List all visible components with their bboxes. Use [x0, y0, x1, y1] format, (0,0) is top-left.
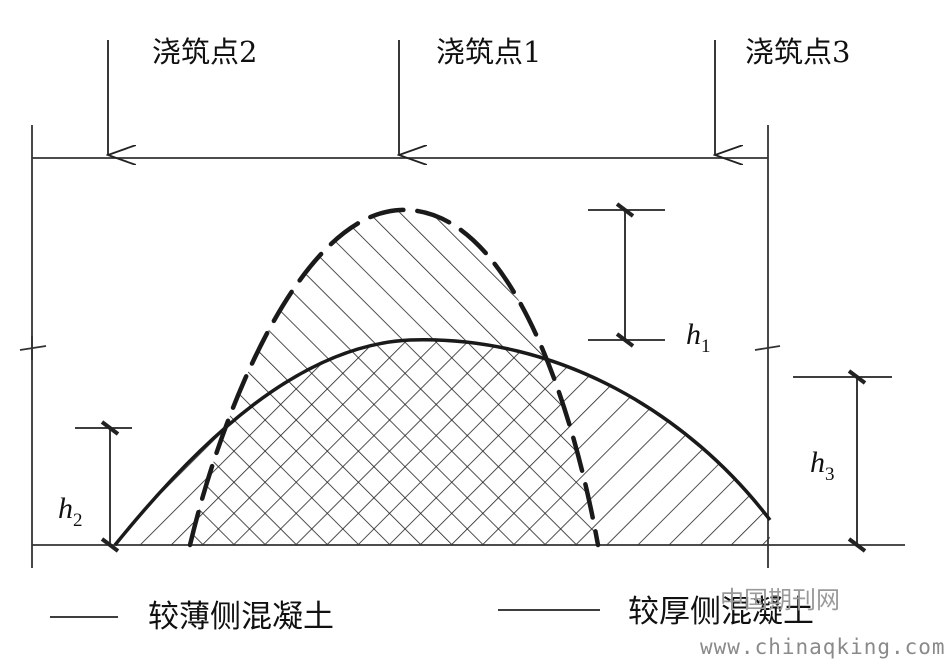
h3-label: h3: [810, 446, 835, 485]
dimension-h2: [75, 420, 132, 553]
h1-label: h1: [686, 318, 711, 357]
dimension-h3: [793, 369, 892, 553]
watermark: 中国期刊网 www.chinaqking.com: [700, 586, 945, 659]
watermark-cn: 中国期刊网: [720, 586, 840, 614]
legend-thin-side-label: 较薄侧混凝土: [148, 599, 334, 635]
thin-side-hatch: [115, 339, 770, 545]
pour-arrows: [108, 40, 715, 155]
hatch-regions: [115, 209, 770, 545]
watermark-url: www.chinaqking.com: [700, 635, 945, 659]
h2-label: h2: [58, 492, 83, 531]
thick-side-curve: [187, 207, 601, 548]
pour-point-3-label: 浇筑点3: [745, 35, 850, 69]
dimension-h1: [588, 202, 665, 348]
thin-side-curve: [113, 338, 772, 547]
pour-point-2-label: 浇筑点2: [152, 35, 257, 69]
legend-thick-side-label: 较厚侧混凝土: [628, 594, 814, 630]
left-side-tick: [19, 336, 47, 360]
right-side-tick: [754, 345, 781, 351]
legend: 较薄侧混凝土 较厚侧混凝土: [50, 594, 814, 635]
pour-point-1-label: 浇筑点1: [436, 35, 541, 69]
